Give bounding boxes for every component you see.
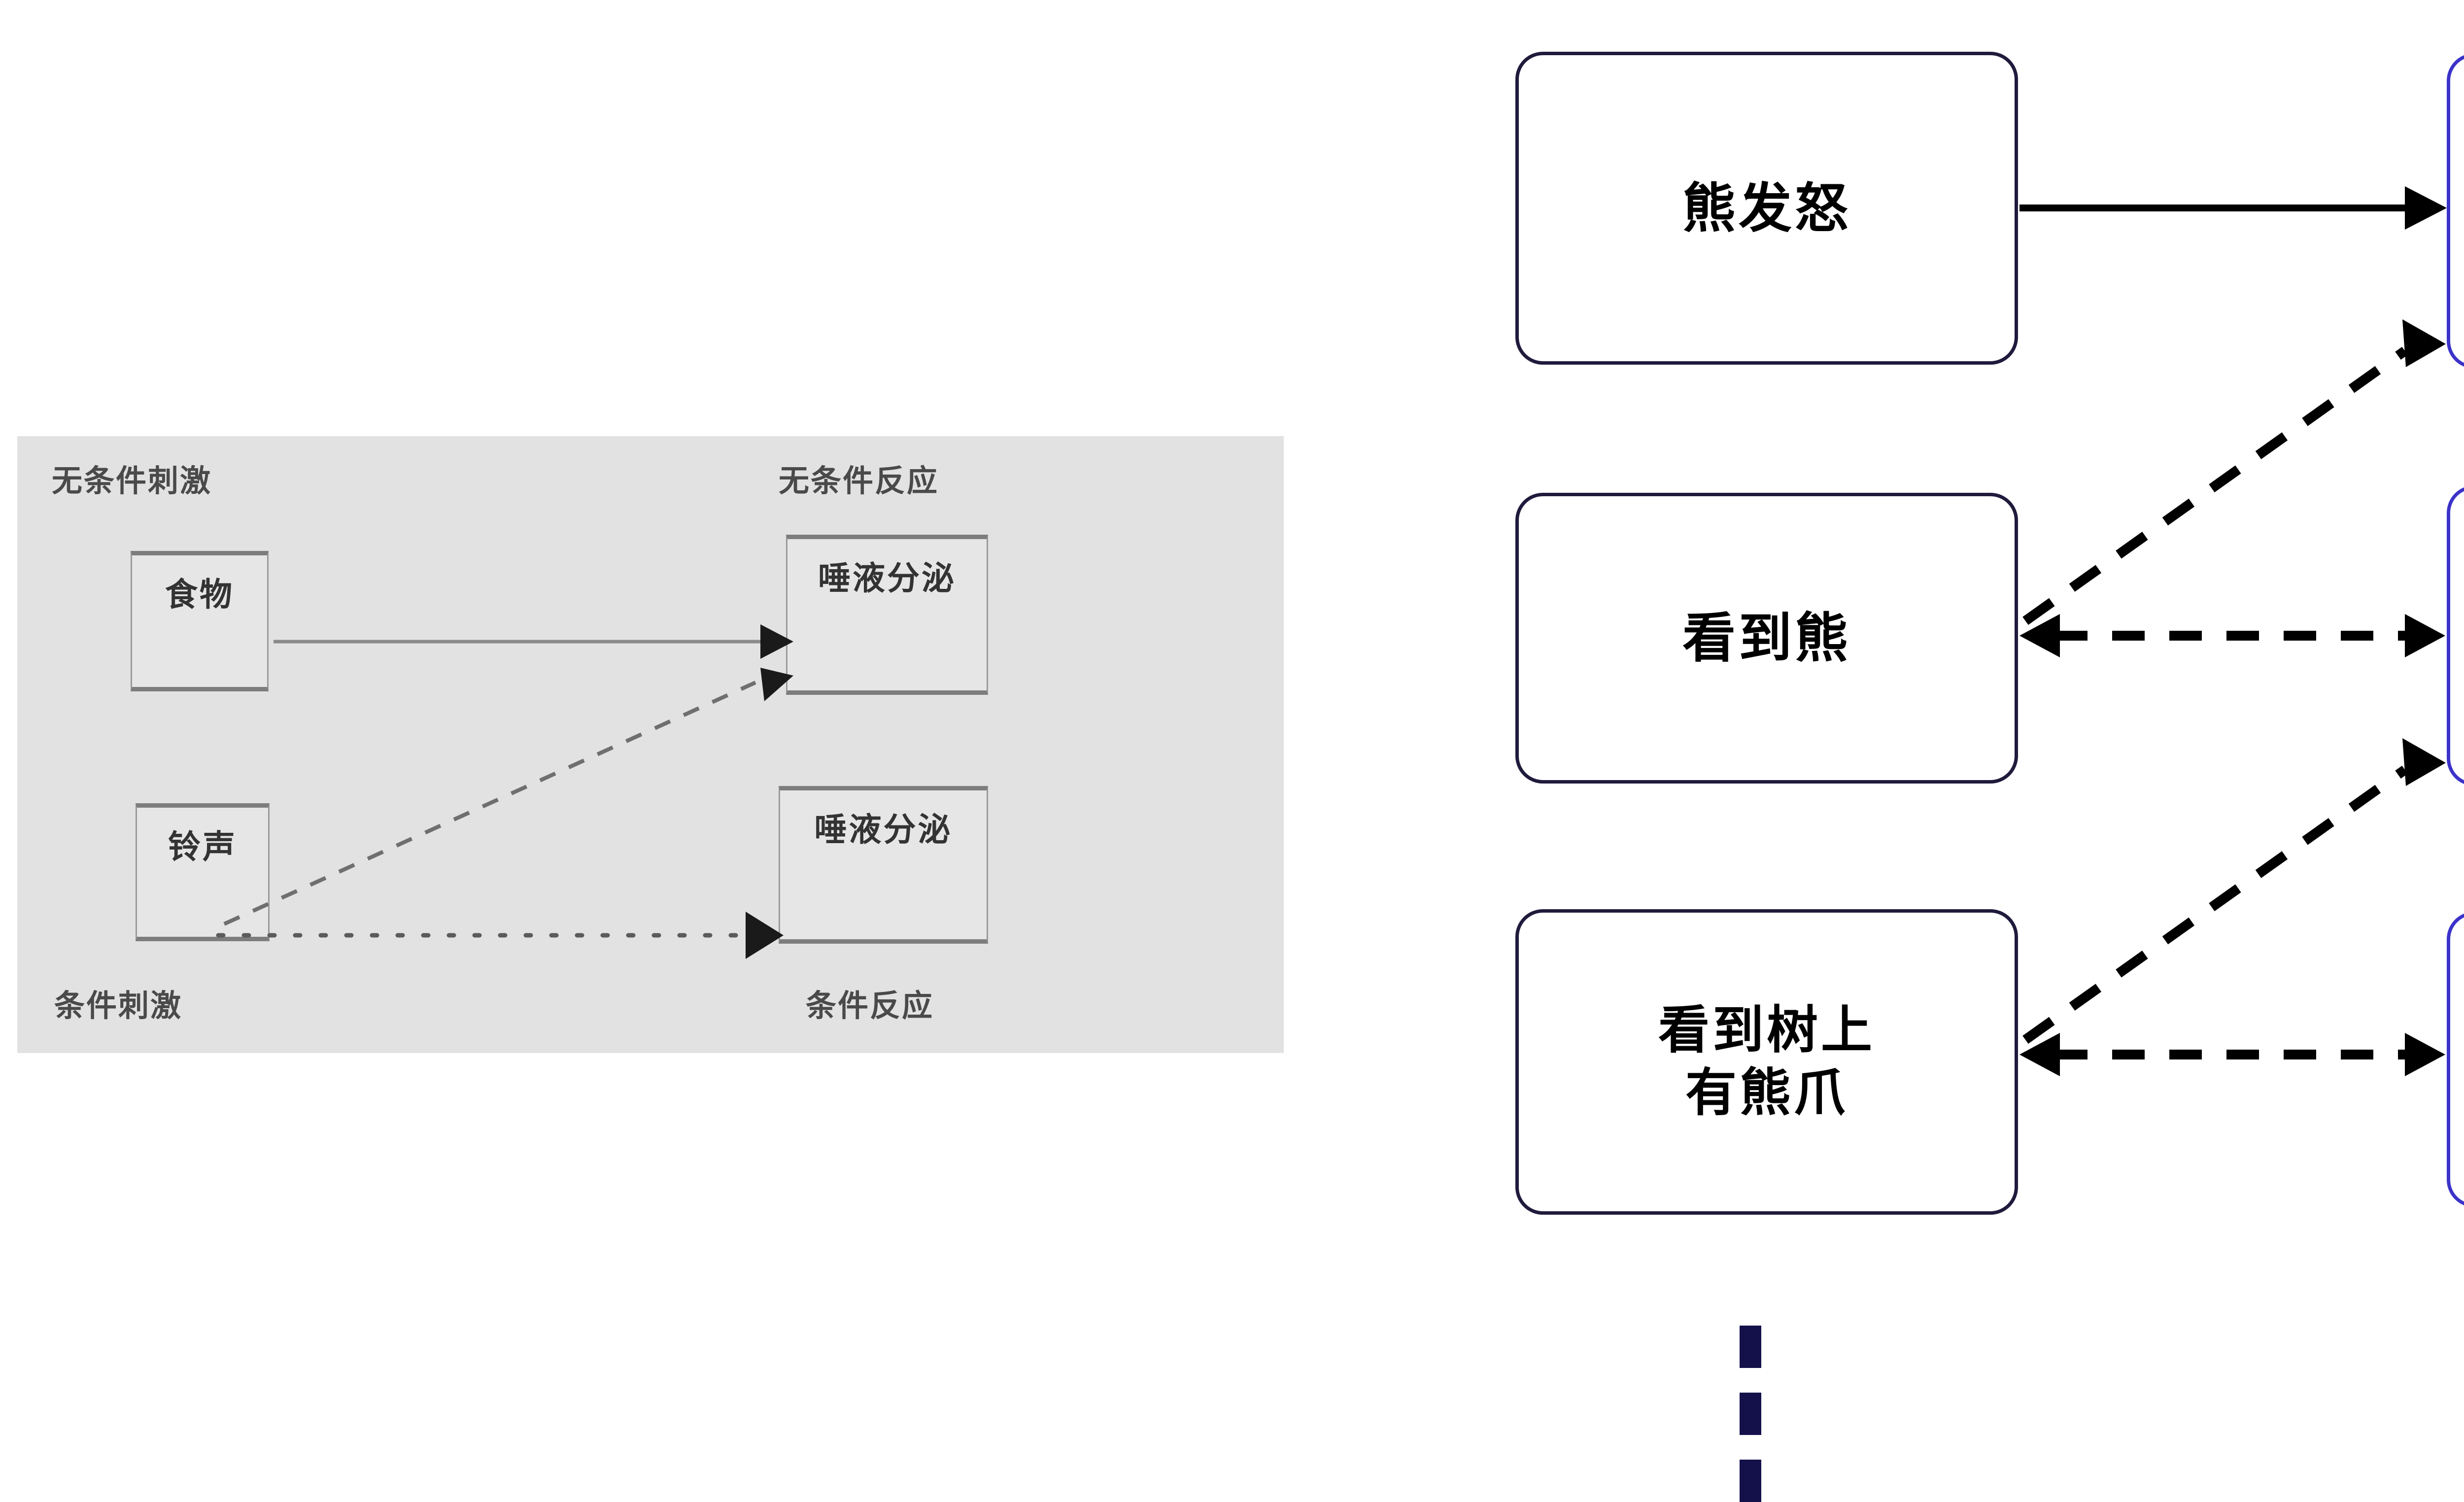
- connector-claw-to-v-s-prime: [2022, 765, 2408, 1044]
- node-bear-angry-label: 熊发怒: [1682, 178, 1851, 238]
- cc-box-bell: 铃声: [136, 803, 270, 941]
- arrowhead-claw-to-v-s-prime: [2402, 738, 2446, 786]
- arrowhead-bear-angry-to-reward: [2405, 186, 2447, 230]
- label-conditioned-stimulus: 条件刺激: [54, 989, 183, 1023]
- ellipsis-left-column: [1740, 1326, 1761, 1502]
- node-claw-on-tree-label: 看到树上 有熊爪: [1658, 999, 1875, 1125]
- ellipsis-dot: [1740, 1393, 1761, 1435]
- label-unconditioned-response: 无条件反应: [779, 464, 939, 498]
- node-claw-line2: 有熊爪: [1685, 1064, 1848, 1122]
- cc-box-salivation-bottom-label: 唾液分泌: [814, 811, 953, 848]
- label-conditioned-response: 条件反应: [806, 989, 934, 1023]
- label-unconditioned-stimulus: 无条件刺激: [52, 464, 212, 498]
- arrow-bell-to-salivation-bottom-head: [746, 912, 784, 959]
- cc-box-bell-label: 铃声: [168, 828, 237, 865]
- arrowhead-claw-to-v-s-left: [2019, 1033, 2060, 1076]
- arrow-bell-to-salivation-top-line: [223, 681, 756, 926]
- node-see-bear[interactable]: 看到熊: [1515, 493, 2018, 784]
- node-reward[interactable]: 奖励: [2447, 53, 2464, 369]
- classical-conditioning-arrows: [216, 624, 793, 959]
- arrow-food-to-salivation-head: [760, 624, 793, 659]
- node-claw-line1: 看到树上: [1658, 1002, 1875, 1059]
- cc-box-salivation-top: 唾液分泌: [786, 535, 988, 695]
- arrowhead-see-bear-to-reward: [2402, 319, 2446, 367]
- arrowhead-claw-to-v-s-right: [2405, 1033, 2445, 1076]
- node-bear-angry[interactable]: 熊发怒: [1515, 52, 2018, 365]
- cc-box-food-label: 食物: [165, 576, 234, 613]
- connector-see-bear-to-reward: [2022, 346, 2408, 625]
- arrow-bell-to-salivation-top-head: [760, 668, 793, 701]
- cc-box-salivation-top-label: 唾液分泌: [818, 560, 956, 596]
- cc-box-food: 食物: [131, 551, 269, 691]
- node-claw-on-tree[interactable]: 看到树上 有熊爪: [1515, 909, 2018, 1215]
- cc-box-salivation-bottom: 唾液分泌: [779, 786, 988, 944]
- ellipsis-dot: [1740, 1326, 1761, 1368]
- arrowhead-see-bear-to-v-s-prime-right: [2405, 614, 2445, 657]
- node-v-s-prime[interactable]: V(s′): [2447, 485, 2464, 786]
- node-see-bear-label: 看到熊: [1682, 608, 1851, 668]
- ellipsis-dot: [1740, 1460, 1761, 1502]
- node-v-s[interactable]: V(s): [2447, 912, 2464, 1207]
- arrowhead-see-bear-to-v-s-prime-left: [2019, 614, 2060, 657]
- classical-conditioning-panel: 无条件刺激 无条件反应 条件刺激 条件反应 食物 唾液分泌 铃声 唾液分泌: [17, 436, 1284, 1053]
